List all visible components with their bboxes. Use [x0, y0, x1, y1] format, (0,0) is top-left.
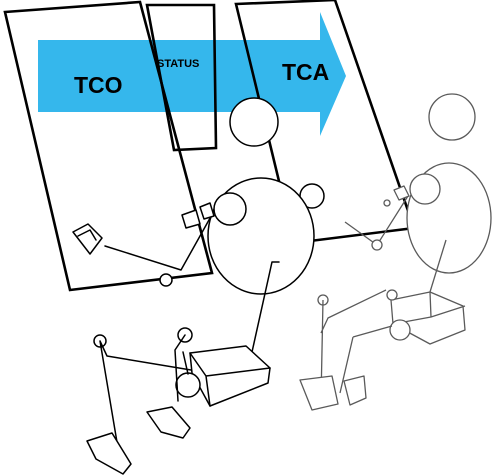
tca-label: TCA [282, 59, 329, 85]
tco-hand-marker [72, 223, 103, 255]
foreground-figure-spine [251, 261, 280, 353]
background-figure-knee-2 [386, 289, 398, 301]
foreground-figure-head [229, 97, 279, 147]
foreground-figure-foot-2 [146, 406, 191, 439]
status-panel [145, 3, 218, 152]
background-figure-foot-2 [343, 375, 367, 406]
foreground-figure [86, 97, 325, 475]
foreground-figure-leg [99, 334, 192, 467]
background-figure-foot [299, 375, 339, 411]
foreground-figure-foot [86, 432, 132, 475]
tco-hand-marker-detail [77, 229, 97, 241]
status-label: STATUS [157, 58, 199, 70]
background-figure [299, 93, 492, 411]
foreground-figure-seat-edge [189, 352, 271, 407]
background-figure-knee [389, 319, 411, 341]
foreground-figure-wrist [199, 202, 215, 220]
background-figure-spine [429, 239, 447, 293]
foreground-figure-mouse [181, 209, 201, 229]
background-figure-shoulder [409, 173, 441, 205]
tco-label: TCO [74, 72, 123, 98]
tco-panel [3, 0, 214, 292]
foreground-figure-hand [159, 273, 173, 287]
background-figure-mouse [393, 185, 410, 201]
foreground-figure-shoulder [213, 192, 247, 226]
foreground-figure-arm [104, 210, 215, 271]
foreground-figure-seat [189, 345, 271, 407]
background-figure-arm [344, 195, 409, 246]
background-figure-mouse-ball [383, 199, 391, 207]
foreground-figure-knee [175, 372, 201, 398]
background-figure-head [428, 93, 476, 141]
background-figure-hand [371, 239, 383, 251]
background-figure-leg [320, 289, 393, 401]
